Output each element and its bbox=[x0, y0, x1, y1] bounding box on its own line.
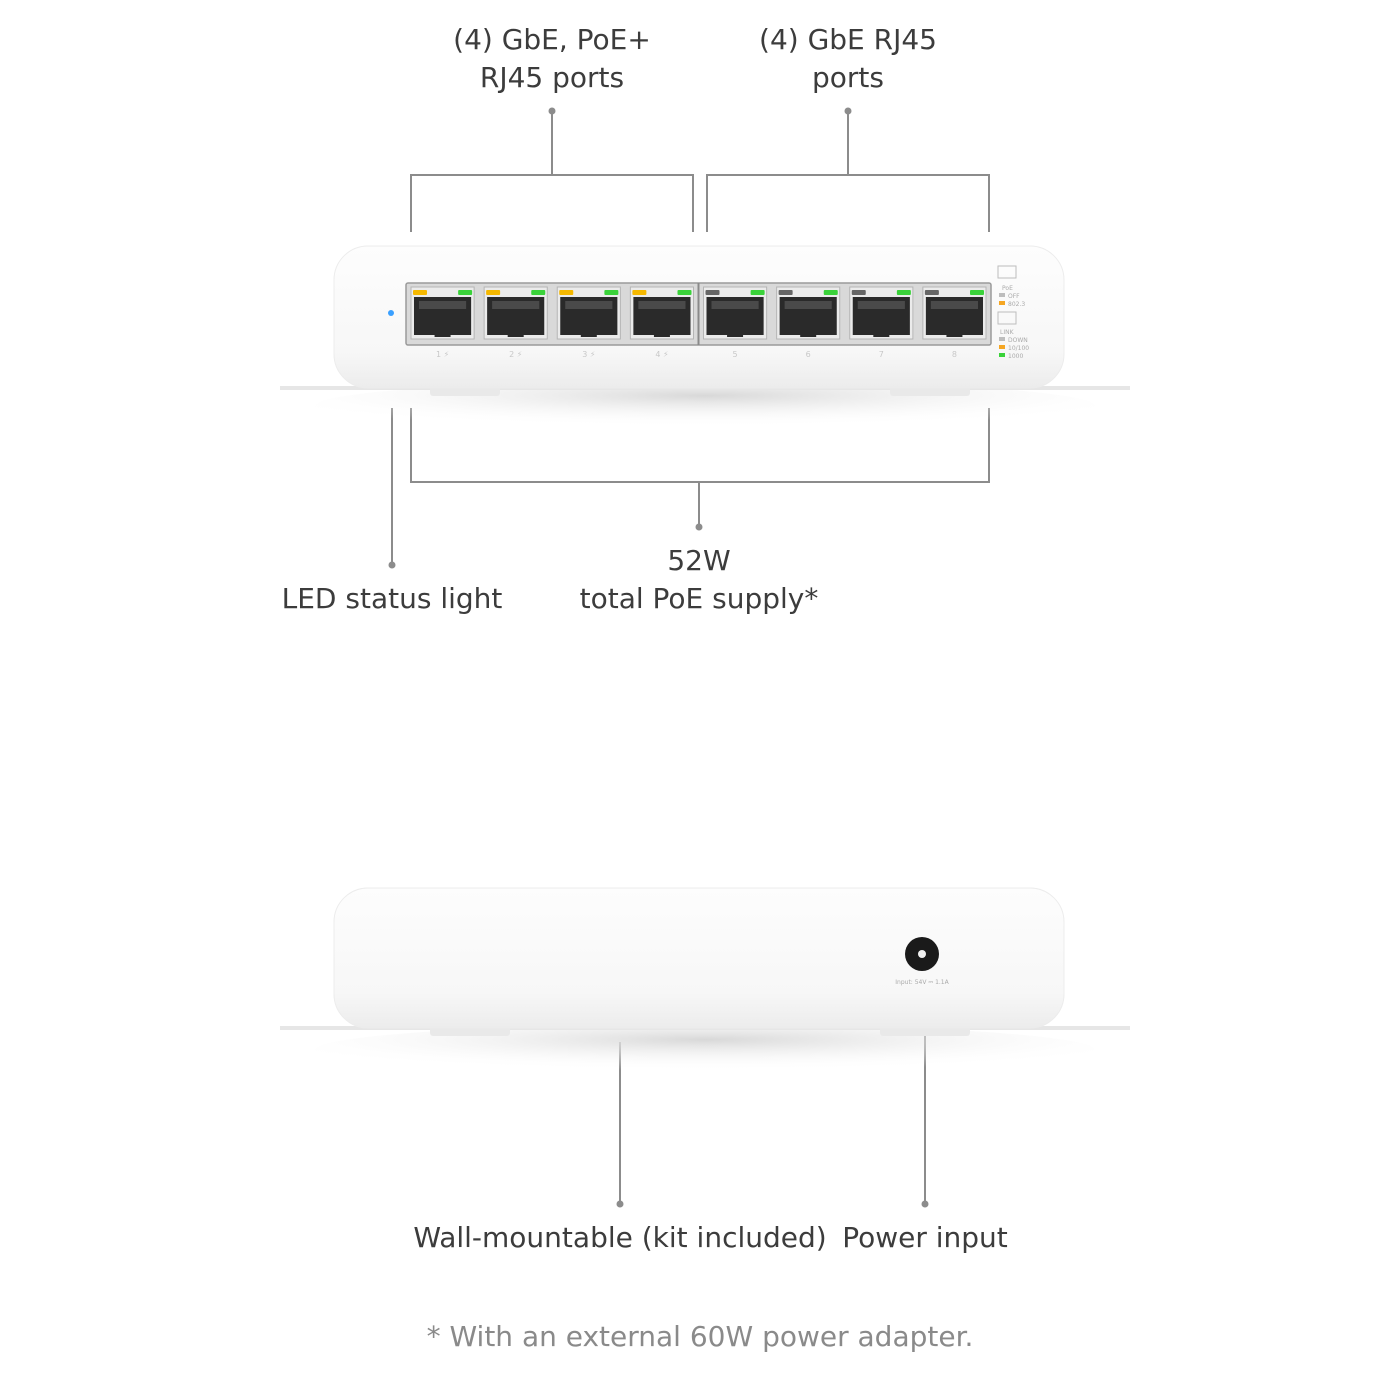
svg-text:LINK: LINK bbox=[1000, 329, 1015, 336]
rj45-port-8: 8 bbox=[922, 286, 987, 359]
svg-text:DOWN: DOWN bbox=[1008, 337, 1028, 344]
svg-text:1000: 1000 bbox=[1008, 353, 1023, 360]
poe-led bbox=[486, 290, 501, 295]
switch-front-view: 1 ⚡ 2 ⚡ 3 ⚡ 4 ⚡ 5 6 7 8 PoE OFF 802.3 LINK DOWN… bbox=[280, 245, 1130, 432]
wall-mount-label: Wall-mountable (kit included) bbox=[413, 1221, 827, 1254]
svg-text:10/100: 10/100 bbox=[1008, 345, 1029, 352]
rj45-port-3: 3 ⚡ bbox=[556, 286, 621, 359]
rj45-port-5: 5 bbox=[703, 286, 768, 359]
link-led bbox=[458, 290, 473, 295]
rj45-port-2: 2 ⚡ bbox=[483, 286, 548, 359]
gbe-ports-bracket bbox=[706, 174, 990, 232]
port-number-label: 4 ⚡ bbox=[655, 350, 668, 359]
poe-led bbox=[705, 290, 720, 295]
port-number-label: 7 bbox=[879, 350, 884, 359]
port-number-label: 3 ⚡ bbox=[582, 350, 595, 359]
poe-led bbox=[559, 290, 574, 295]
svg-text:OFF: OFF bbox=[1008, 293, 1020, 300]
poe-led bbox=[413, 290, 427, 295]
gbe-ports-label: (4) GbE RJ45 ports bbox=[759, 23, 937, 94]
port-number-label: 6 bbox=[806, 350, 811, 359]
link-led bbox=[750, 290, 765, 295]
link-led bbox=[970, 290, 984, 295]
link-led bbox=[823, 290, 838, 295]
link-led bbox=[677, 290, 692, 295]
svg-text:PoE: PoE bbox=[1002, 285, 1013, 292]
link-led bbox=[604, 290, 619, 295]
rj45-port-6: 6 bbox=[776, 286, 841, 359]
poe-led bbox=[851, 290, 866, 295]
poe-led bbox=[778, 290, 793, 295]
rj45-port-7: 7 bbox=[849, 286, 914, 359]
poe-supply-label: 52W total PoE supply* bbox=[579, 544, 819, 615]
poe-led bbox=[632, 290, 647, 295]
link-led bbox=[896, 290, 911, 295]
led-status-label: LED status light bbox=[281, 582, 503, 615]
power-input-jack bbox=[905, 937, 939, 971]
port-panel: 1 ⚡ 2 ⚡ 3 ⚡ 4 ⚡ 5 6 7 8 bbox=[405, 282, 992, 359]
port-number-label: 8 bbox=[952, 350, 957, 359]
port-number-label: 2 ⚡ bbox=[509, 350, 522, 359]
rj45-port-4: 4 ⚡ bbox=[629, 286, 694, 359]
switch-back-view: Input: 54V ⎓ 1.1A bbox=[280, 887, 1130, 1076]
link-led bbox=[531, 290, 546, 295]
power-input-label: Power input bbox=[842, 1221, 1008, 1254]
led-legend: PoE OFF 802.3 LINK DOWN 10/100 1000 bbox=[997, 265, 1029, 360]
port-number-label: 5 bbox=[733, 350, 738, 359]
port-number-label: 1 ⚡ bbox=[436, 350, 449, 359]
rj45-port-1: 1 ⚡ bbox=[410, 286, 475, 359]
led-status-light bbox=[388, 310, 394, 316]
poe-ports-bracket bbox=[410, 174, 694, 232]
svg-text:802.3: 802.3 bbox=[1008, 301, 1025, 308]
power-rating-text: Input: 54V ⎓ 1.1A bbox=[895, 979, 949, 986]
poe-led bbox=[924, 290, 939, 295]
poe-ports-label: (4) GbE, PoE+ RJ45 ports bbox=[453, 23, 651, 94]
footnote: * With an external 60W power adapter. bbox=[426, 1320, 974, 1353]
